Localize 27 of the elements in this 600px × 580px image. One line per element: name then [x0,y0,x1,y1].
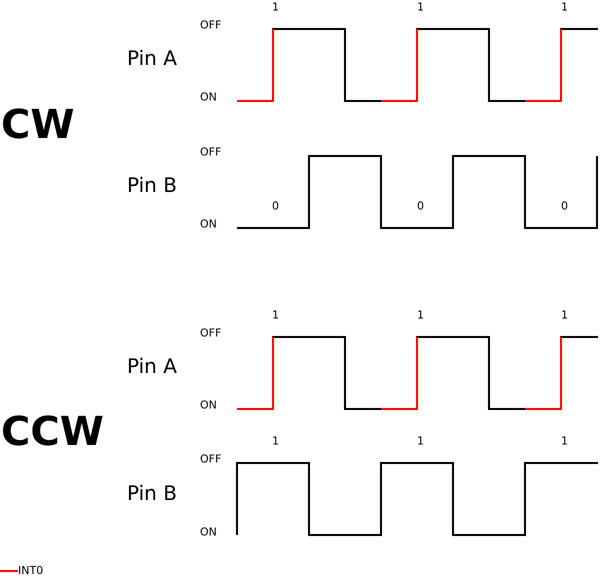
bit-value: 1 [417,310,424,320]
pin-label: Pin B [127,175,177,195]
direction-heading: CW [1,105,74,145]
bit-value: 1 [417,436,424,446]
level-label: OFF [200,146,222,158]
bit-value: 1 [272,2,279,12]
level-label: OFF [200,328,222,338]
bit-value: 1 [417,2,424,12]
level-label: ON [200,400,217,410]
level-label: OFF [200,454,222,464]
bit-value: 1 [561,310,568,320]
bit-value: 1 [272,310,279,320]
level-label: ON [200,218,217,230]
bit-value: 0 [272,200,279,212]
bit-value: 1 [272,436,279,446]
level-label: ON [200,526,217,538]
bit-value: 1 [561,2,568,12]
legend-text: INT0 [18,565,44,576]
level-label: ON [200,92,217,102]
bit-value: 1 [561,436,568,446]
pin-label: Pin A [127,48,177,68]
bit-value: 0 [417,200,424,212]
pin-label: Pin B [127,483,177,503]
bit-value: 0 [561,200,568,212]
direction-heading: CCW [1,412,104,452]
pin-label: Pin A [127,356,177,376]
level-label: OFF [200,20,222,30]
